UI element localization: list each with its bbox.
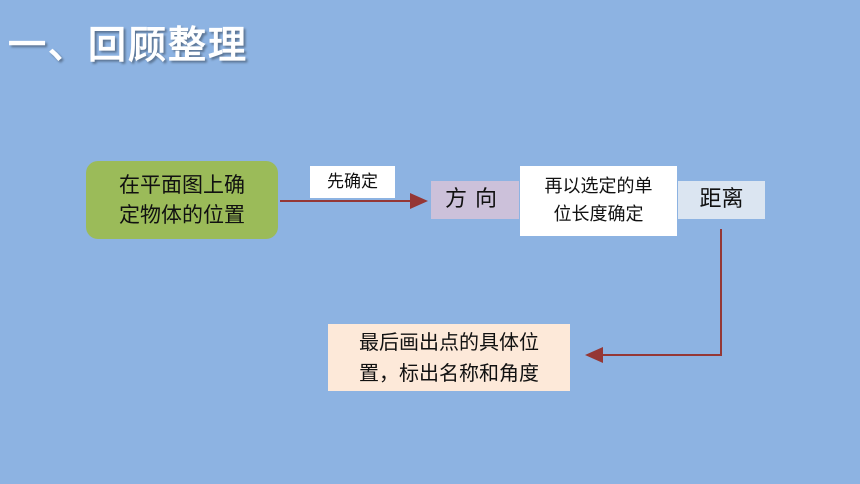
unit-length-label: 再以选定的单 位长度确定: [520, 166, 677, 236]
page-title: 一、回顾整理: [8, 23, 249, 67]
final-line-2: 置，标出名称和角度: [359, 360, 539, 385]
direction-box: 方向: [431, 181, 519, 219]
unit-line-2: 位长度确定: [553, 204, 644, 225]
final-step-box: 最后画出点的具体位 置，标出名称和角度: [328, 324, 570, 391]
start-line-2: 定物体的位置: [119, 203, 245, 227]
distance-box: 距离: [678, 181, 765, 219]
first-determine-label: 先确定: [310, 166, 395, 198]
start-line-1: 在平面图上确: [119, 172, 245, 197]
arrow-distance-to-final: [585, 229, 722, 363]
unit-line-1: 再以选定的单: [544, 176, 653, 198]
final-line-1: 最后画出点的具体位: [359, 329, 539, 354]
start-box: 在平面图上确 定物体的位置: [86, 161, 278, 239]
